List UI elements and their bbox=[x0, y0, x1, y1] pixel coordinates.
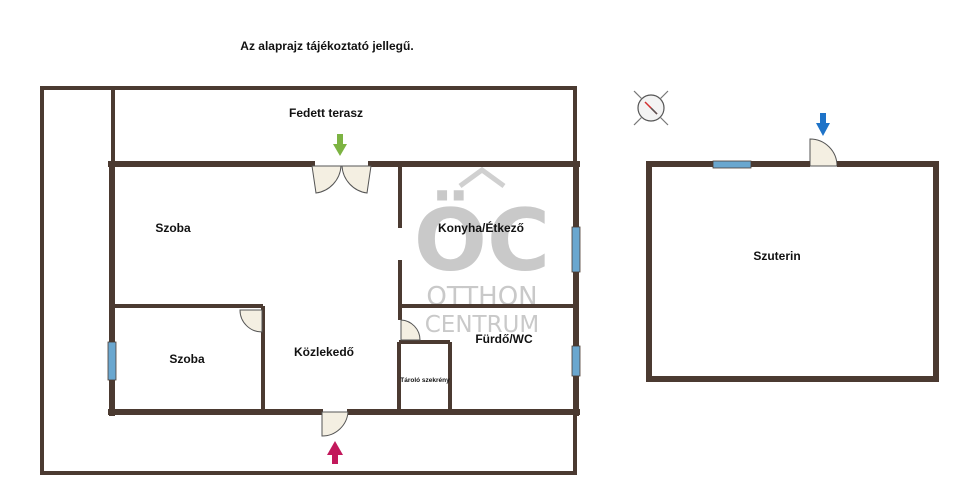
room-label-kitchen: Konyha/Étkező bbox=[438, 220, 524, 235]
window-kitchen bbox=[571, 226, 581, 273]
window-basement bbox=[712, 160, 752, 169]
basement-walls bbox=[646, 161, 939, 382]
window-bathroom bbox=[571, 345, 581, 377]
small-room-door bbox=[239, 309, 263, 333]
bathroom-door bbox=[400, 319, 421, 341]
watermark-logo: ÖC OTTHON CENTRUM bbox=[414, 166, 550, 338]
room-label-storage: Tároló szekrény bbox=[400, 377, 450, 384]
watermark-line2: CENTRUM bbox=[425, 312, 540, 338]
terrace-outline bbox=[40, 86, 577, 475]
window-left bbox=[107, 341, 117, 381]
terrace-door-right bbox=[341, 165, 372, 194]
basement-arrow-icon bbox=[816, 113, 830, 136]
compass-icon bbox=[633, 90, 669, 126]
room-label-large-room: Szoba bbox=[155, 221, 191, 235]
room-label-terrace: Fedett terasz bbox=[289, 106, 363, 120]
watermark-monogram: ÖC bbox=[414, 190, 550, 291]
watermark-roof-icon bbox=[458, 166, 506, 189]
terrace-arrow-icon bbox=[333, 134, 347, 156]
basement-door bbox=[809, 138, 838, 167]
doors bbox=[239, 138, 838, 437]
room-label-small-room: Szoba bbox=[169, 352, 205, 366]
house-walls bbox=[108, 161, 580, 416]
disclaimer-note: Az alaprajz tájékoztató jellegű. bbox=[240, 39, 413, 53]
room-label-hallway: Közlekedő bbox=[294, 345, 354, 359]
room-label-bathroom: Fürdő/WC bbox=[475, 332, 533, 346]
room-label-basement: Szuterin bbox=[753, 249, 800, 263]
entrance-arrow-icon bbox=[327, 441, 343, 464]
terrace-door-left bbox=[311, 165, 342, 194]
entrance-door bbox=[321, 411, 349, 437]
interior-walls bbox=[114, 166, 576, 410]
